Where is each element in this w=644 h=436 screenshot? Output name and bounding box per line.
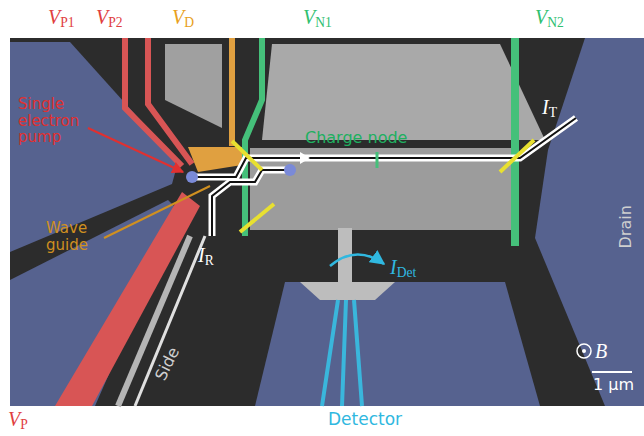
- substrate: [10, 38, 644, 406]
- barrier-line: [232, 141, 262, 170]
- drain-contact: [535, 38, 644, 406]
- leader-line: [104, 186, 210, 238]
- part-name: Charge node: [305, 129, 407, 147]
- contact-name: Side: [152, 344, 183, 383]
- field-symbol: [577, 344, 591, 358]
- detector-contact: [255, 282, 540, 406]
- current-label: IR: [198, 244, 214, 269]
- gate-voltage: VP: [8, 408, 28, 433]
- reflected-path: [212, 170, 290, 236]
- electron-path: [192, 118, 576, 177]
- part-name: Wave guide: [46, 220, 102, 253]
- waveguide-gate-tip: [188, 147, 242, 172]
- gate-voltage: VP1: [48, 6, 75, 31]
- contact-name: Detector: [328, 410, 402, 429]
- gate-voltage: VP2: [96, 6, 123, 31]
- detector-gate: [300, 282, 395, 300]
- contact-name: Drain: [617, 205, 635, 248]
- reflected-path-core: [212, 170, 290, 236]
- scale-bar: [592, 371, 632, 373]
- pump-gate-2: [148, 38, 192, 164]
- node-marker: [376, 152, 379, 168]
- detector-fingers: [322, 300, 362, 406]
- gate-voltage: VD: [172, 6, 194, 31]
- detector-current-arrow: [330, 254, 384, 266]
- gate-voltage: VN1: [303, 6, 332, 31]
- electron-path-core: [192, 118, 576, 177]
- direction-arrow: [300, 152, 310, 164]
- node-gate-2: [511, 38, 519, 246]
- pump-gate-1: [125, 38, 182, 166]
- current-label: IDet: [390, 256, 416, 281]
- field-symbol-dot: [582, 349, 586, 353]
- field-label: B: [595, 340, 607, 362]
- current-label: IT: [542, 96, 557, 121]
- gate-metal: [165, 44, 222, 128]
- top-gate: [262, 44, 545, 140]
- barrier-line: [240, 204, 274, 232]
- node-gate-1: [245, 38, 262, 236]
- gate-voltage: VN2: [535, 6, 564, 31]
- part-name: Single electron pump: [18, 96, 90, 146]
- electron-dot: [186, 171, 198, 183]
- electron-dot: [284, 164, 296, 176]
- barrier-line: [500, 140, 534, 172]
- scale-label: 1 µm: [593, 376, 634, 394]
- leader-line: [88, 128, 183, 172]
- waveguide-gate: [229, 38, 235, 146]
